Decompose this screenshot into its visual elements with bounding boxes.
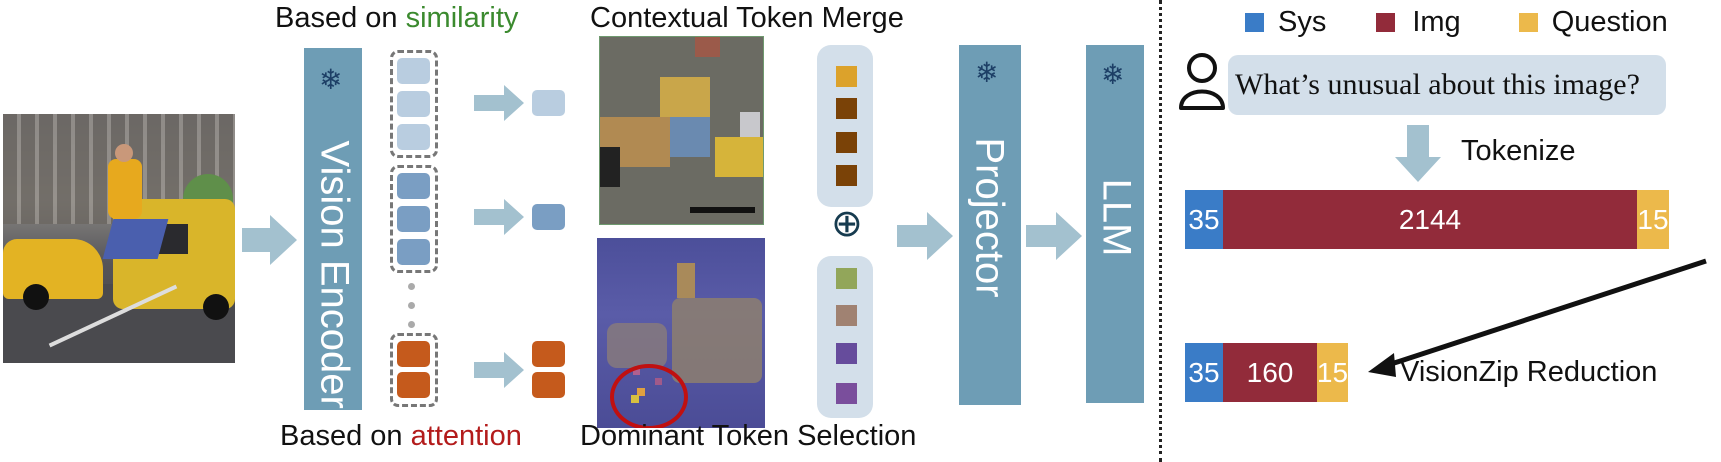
bar-full-img: 2144 (1223, 190, 1637, 249)
reduction-label: VisionZip Reduction (1400, 356, 1658, 388)
tokenize-label: Tokenize (1461, 135, 1576, 167)
section-divider (1159, 0, 1162, 462)
token (397, 372, 430, 398)
projector-block: ❄ Projector (959, 45, 1021, 405)
token (836, 66, 857, 87)
snowflake-icon: ❄ (319, 64, 343, 95)
bar-reduced-img: 160 (1223, 343, 1317, 402)
vision-encoder-label: Vision Encoder (312, 140, 357, 409)
token (397, 91, 430, 117)
attention-caption: Based on attention (280, 420, 522, 452)
arrow-to-llm (1026, 212, 1082, 260)
token (836, 383, 857, 404)
token (397, 124, 430, 150)
bar-full-sys: 35 (1185, 190, 1223, 249)
similarity-word: similarity (405, 2, 519, 34)
merged-token-2 (532, 204, 565, 230)
question-text: What’s unusual about this image? (1235, 68, 1640, 101)
arrow-image-to-encoder (242, 215, 297, 265)
input-image (3, 114, 235, 363)
concat-operator: ⊕ (831, 203, 863, 245)
ellipsis-dot (408, 321, 415, 328)
snowflake-icon: ❄ (975, 57, 999, 88)
legend-swatch-img (1376, 13, 1396, 32)
bar-reduced-sys: 35 (1185, 343, 1223, 402)
token (397, 206, 430, 232)
token-group-1 (390, 50, 438, 158)
reduction-arrow (1368, 258, 1707, 377)
tokenize-arrow (1395, 125, 1441, 182)
bar-reduced-question: 15 (1317, 343, 1348, 402)
token (836, 343, 857, 364)
user-icon (1179, 53, 1225, 110)
token (397, 341, 430, 367)
similarity-caption: Based on similarity (275, 2, 519, 34)
merge-arrow-1 (474, 85, 524, 121)
merged-token-1 (532, 90, 565, 116)
vision-encoder-block: ❄ Vision Encoder (304, 48, 362, 410)
projector-label: Projector (967, 137, 1012, 298)
token-group-attention (390, 333, 438, 407)
llm-label: LLM (1094, 178, 1139, 257)
legend-label-question: Question (1551, 6, 1668, 38)
legend-label-img: Img (1412, 6, 1461, 38)
snowflake-icon: ❄ (1101, 59, 1125, 90)
selected-token (532, 372, 565, 398)
token (836, 132, 857, 153)
bar-full-question: 15 (1637, 190, 1669, 249)
token (397, 239, 430, 265)
token (836, 165, 857, 186)
dominant-selection-title: Dominant Token Selection (580, 420, 917, 452)
question-bubble: What’s unusual about this image? (1228, 55, 1666, 115)
legend: Sys Img Question (1245, 6, 1668, 39)
token (397, 173, 430, 199)
ellipsis-dot (408, 283, 415, 290)
highlight-circle (610, 364, 688, 428)
selected-token (532, 341, 565, 367)
ellipsis-dot (408, 302, 415, 309)
token (836, 98, 857, 119)
token-group-2 (390, 165, 438, 273)
legend-label-sys: Sys (1278, 6, 1327, 38)
dominant-selection-visual (597, 238, 765, 428)
token (836, 268, 857, 289)
contextual-merge-visual (599, 36, 764, 225)
token (397, 58, 430, 84)
legend-swatch-sys (1245, 13, 1264, 32)
llm-block: ❄ LLM (1086, 45, 1144, 403)
arrow-to-projector (897, 212, 953, 260)
attention-word: attention (410, 420, 522, 452)
contextual-merge-title: Contextual Token Merge (590, 2, 904, 34)
token (836, 305, 857, 326)
legend-swatch-question (1518, 13, 1538, 32)
merge-arrow-2 (474, 199, 524, 235)
select-arrow (474, 352, 524, 388)
